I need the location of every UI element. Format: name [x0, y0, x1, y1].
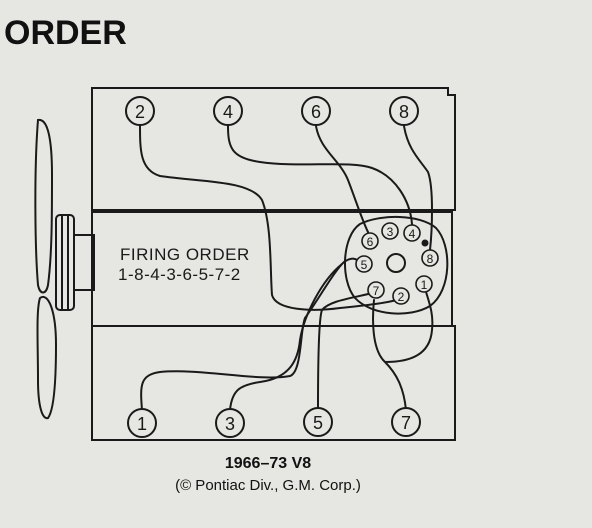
terminal-3: 3 [381, 222, 399, 240]
diagram-credit: (© Pontiac Div., G.M. Corp.) [175, 477, 361, 494]
distributor-rotor-icon [386, 253, 406, 273]
terminal-5: 5 [355, 255, 373, 273]
terminal-label: 2 [398, 290, 405, 304]
cylinder-4-marker: 4 [213, 96, 243, 126]
cylinder-3-marker: 3 [215, 408, 245, 438]
cylinder-5-marker: 5 [303, 407, 333, 437]
bottom-cylinder-labels: 1 3 5 7 [127, 407, 421, 438]
terminal-7: 7 [367, 281, 385, 299]
terminal-label: 3 [387, 225, 394, 239]
terminal-label: 1 [421, 278, 428, 292]
cylinder-label: 7 [401, 413, 411, 433]
terminal-6: 6 [361, 232, 379, 250]
cylinder-label: 4 [223, 102, 233, 122]
firing-order-sequence: 1-8-4-3-6-5-7-2 [118, 265, 241, 284]
fan-icon [34, 118, 95, 420]
cylinder-7-marker: 7 [391, 407, 421, 437]
terminal-label: 6 [367, 235, 374, 249]
top-cylinder-labels: 2 4 6 8 [125, 96, 419, 126]
cylinder-1-marker: 1 [127, 408, 157, 438]
terminal-label: 4 [409, 227, 416, 241]
cylinder-label: 8 [399, 102, 409, 122]
cylinder-label: 2 [135, 102, 145, 122]
distributor-terminals: 6 3 4 8 5 7 2 [355, 222, 439, 305]
terminal-label: 5 [361, 258, 368, 272]
terminal-2: 2 [392, 287, 410, 305]
cylinder-8-marker: 8 [389, 96, 419, 126]
firing-order-label: FIRING ORDER [120, 245, 250, 264]
terminal-label: 8 [427, 252, 434, 266]
cylinder-label: 5 [313, 413, 323, 433]
cylinder-label: 1 [137, 414, 147, 434]
terminal-label: 7 [373, 284, 380, 298]
cylinder-label: 3 [225, 414, 235, 434]
spark-plug-wires [139, 124, 434, 411]
cylinder-2-marker: 2 [125, 96, 155, 126]
diagram-title: 1966–73 V8 [224, 455, 312, 472]
top-cylinder-bank [91, 87, 456, 211]
page-heading: ORDER [4, 14, 127, 52]
cylinder-label: 6 [311, 102, 321, 122]
engine-block [91, 87, 456, 441]
terminal-1: 1 [415, 275, 433, 293]
cylinder-6-marker: 6 [301, 96, 331, 126]
bottom-cylinder-bank [91, 325, 456, 441]
terminal-4: 4 [403, 224, 421, 242]
terminal-8: 8 [421, 249, 439, 267]
